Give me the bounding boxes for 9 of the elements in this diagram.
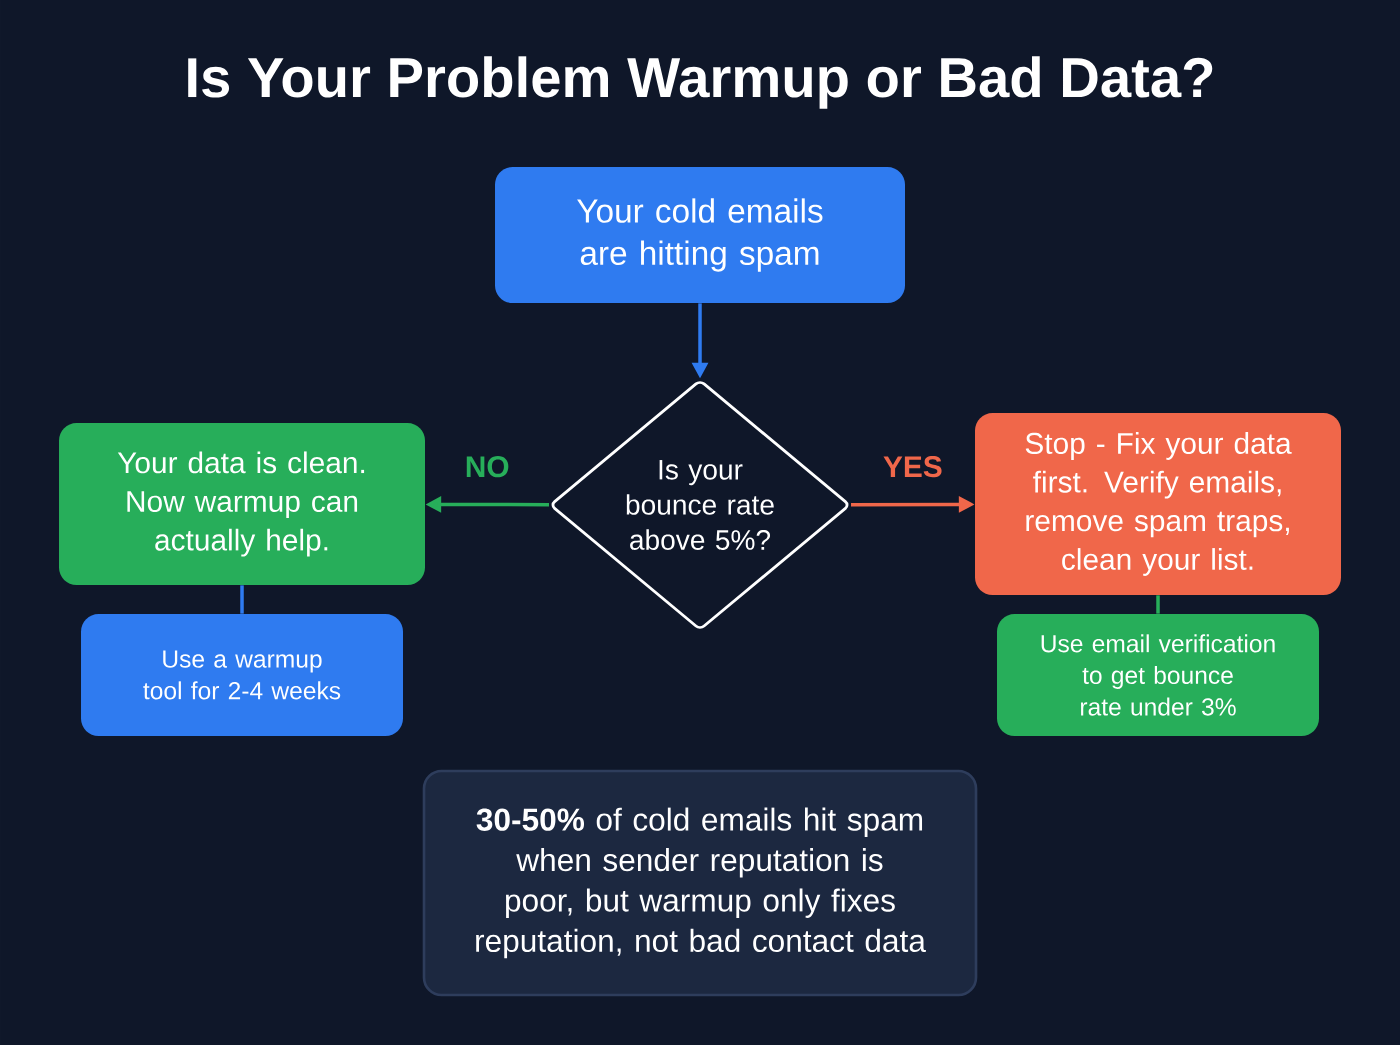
note-box: 30-50% of cold emails hit spam when sender reputation is poor, but warmup only fixes reputation, not bad contact data [422,769,978,997]
process-box: Your data is clean. Now warmup can actually help. [59,423,425,585]
process-box: Use email verification to get bounce rate under 3% [997,614,1319,736]
title: Is Your Problem Warmup or Bad Data? [188,56,1213,109]
edge-label: NO [466,456,509,478]
process-box: Stop - Fix your data first. Verify emails, remove spam traps, clean your list. [975,413,1341,595]
process-box: Use a warmup tool for 2-4 weeks [81,614,403,736]
process-box: Your cold emails are hitting spam [495,167,905,303]
edge-label: YES [883,456,942,478]
